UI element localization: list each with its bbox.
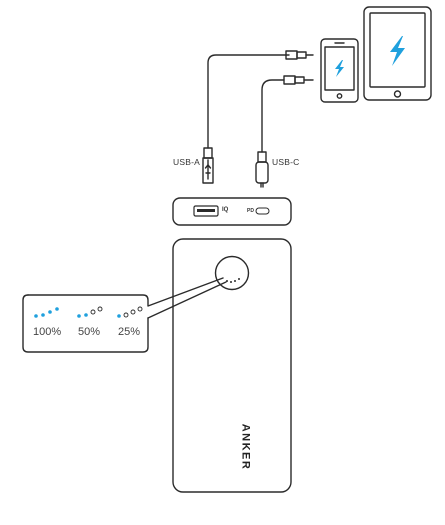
indicator-dot — [48, 310, 52, 314]
powerbank-body — [172, 238, 292, 493]
indicator-dot — [123, 312, 129, 318]
iq-port-label: IQ — [222, 207, 229, 213]
battery-level-100-label: 100% — [33, 326, 62, 338]
usb-c-cable — [255, 75, 314, 188]
powerbank-port-side — [172, 197, 292, 226]
tablet-device — [363, 6, 432, 101]
button-dots — [226, 278, 240, 283]
indicator-dot — [84, 313, 88, 317]
usb-a-cable — [202, 50, 314, 184]
battery-level-50-label: 50% — [78, 326, 101, 338]
indicator-dot — [77, 314, 81, 318]
indicator-callout — [22, 277, 227, 353]
lightning-bolt-icon — [335, 60, 344, 77]
usb-c-label: USB-C — [272, 157, 300, 167]
pd-port-label: PD — [247, 208, 254, 214]
brand-logo-text: ANKER — [239, 423, 252, 471]
battery-level-25-label: 25% — [118, 326, 141, 338]
usb-a-label: USB-A — [173, 157, 200, 167]
indicator-dot — [97, 306, 103, 312]
indicator-dot — [130, 309, 136, 315]
phone-device — [320, 38, 359, 103]
indicator-dot — [117, 314, 121, 318]
indicator-dot — [34, 314, 38, 318]
lightning-bolt-icon — [390, 36, 405, 66]
indicator-dot — [41, 313, 45, 317]
indicator-dot — [55, 307, 59, 311]
battery-level-dots — [34, 306, 143, 318]
indicator-dot — [137, 306, 143, 312]
indicator-dot — [90, 309, 96, 315]
